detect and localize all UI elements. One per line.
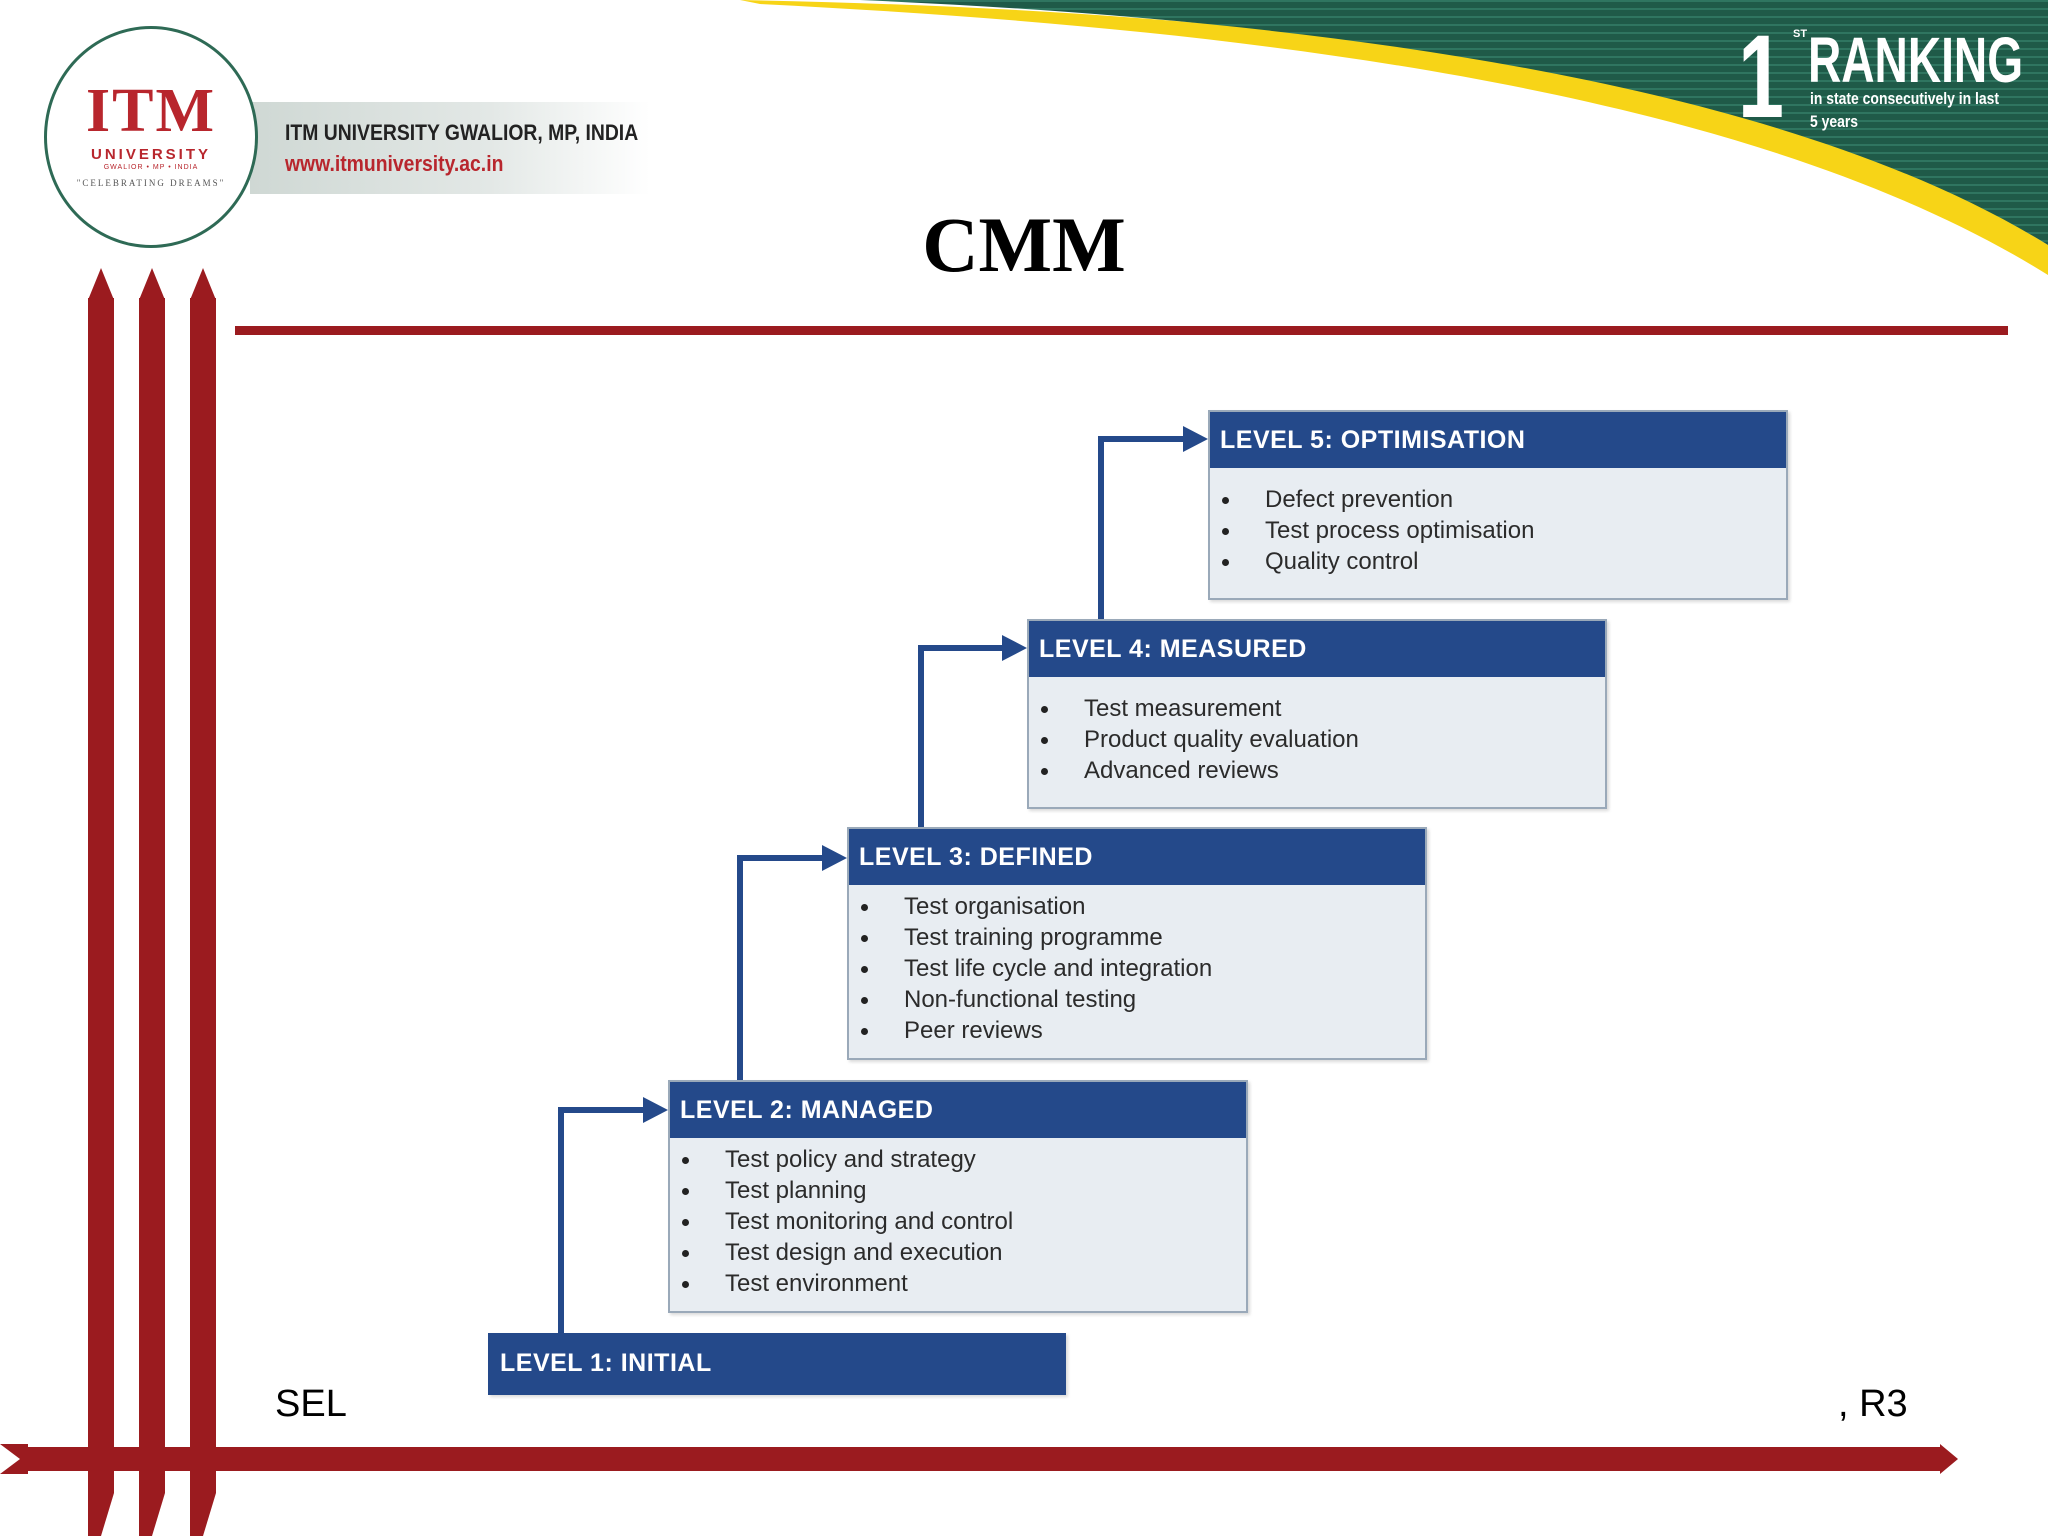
ranking-line-2: 5 years bbox=[1810, 112, 1859, 131]
page-title: CMM bbox=[922, 201, 1126, 288]
arrowhead-2 bbox=[643, 1097, 668, 1123]
level-5-item: Defect prevention bbox=[1210, 484, 1786, 515]
vertical-arrow-1 bbox=[88, 268, 114, 1536]
university-strip bbox=[250, 102, 650, 194]
connector-4-5 bbox=[1098, 436, 1185, 619]
level-2-item: Test design and execution bbox=[670, 1237, 1246, 1268]
level-4-item: Product quality evaluation bbox=[1029, 724, 1605, 755]
vertical-arrow-3 bbox=[190, 268, 216, 1536]
connector-3-4 bbox=[918, 645, 1004, 827]
logo-wordmark: ITM bbox=[86, 77, 216, 145]
level-2-item: Test monitoring and control bbox=[670, 1206, 1246, 1237]
level-5-item: Test process optimisation bbox=[1210, 515, 1786, 546]
vertical-arrow-2 bbox=[139, 268, 165, 1536]
ranking-line-1: in state consecutively in last bbox=[1810, 89, 2000, 108]
level-3-item: Test organisation bbox=[849, 891, 1425, 922]
level-3-item: Non-functional testing bbox=[849, 984, 1425, 1015]
level-1-title: LEVEL 1: INITIAL bbox=[490, 1335, 1064, 1391]
arrowhead-5 bbox=[1183, 426, 1208, 452]
level-5-item: Quality control bbox=[1210, 546, 1786, 577]
level-2-item: Test environment bbox=[670, 1268, 1246, 1299]
university-website: www.itmuniversity.ac.in bbox=[285, 151, 504, 176]
level-4-item: Test measurement bbox=[1029, 693, 1605, 724]
university-logo bbox=[44, 26, 258, 248]
logo-subtitle: UNIVERSITY bbox=[90, 146, 211, 163]
level-3-item: Test life cycle and integration bbox=[849, 953, 1425, 984]
connector-1-2 bbox=[558, 1107, 645, 1336]
level-3-title: LEVEL 3: DEFINED bbox=[849, 829, 1425, 885]
level-2-item: Test planning bbox=[670, 1175, 1246, 1206]
level-4-box: LEVEL 4: MEASURED Test measurement Produ… bbox=[1027, 619, 1607, 809]
level-2-box: LEVEL 2: MANAGED Test policy and strateg… bbox=[668, 1080, 1248, 1313]
ranking-superscript: ST bbox=[1793, 28, 1808, 40]
ranking-word: RANKING bbox=[1808, 24, 2024, 96]
arrowhead-3 bbox=[822, 845, 847, 871]
university-name: ITM UNIVERSITY GWALIOR, MP, INDIA bbox=[285, 120, 639, 145]
level-1-box: LEVEL 1: INITIAL bbox=[488, 1333, 1066, 1395]
level-5-title: LEVEL 5: OPTIMISATION bbox=[1210, 412, 1786, 468]
level-4-item: Advanced reviews bbox=[1029, 755, 1605, 786]
level-3-item: Test training programme bbox=[849, 922, 1425, 953]
footer-left-text: SEL bbox=[275, 1383, 347, 1425]
horizontal-arrow bbox=[0, 1444, 1958, 1474]
arrowhead-4 bbox=[1002, 635, 1027, 661]
level-4-title: LEVEL 4: MEASURED bbox=[1029, 621, 1605, 677]
level-2-title: LEVEL 2: MANAGED bbox=[670, 1082, 1246, 1138]
title-underline bbox=[235, 326, 2008, 335]
level-2-item: Test policy and strategy bbox=[670, 1144, 1246, 1175]
yellow-ribbon bbox=[740, 0, 2048, 275]
connector-2-3 bbox=[737, 855, 824, 1082]
footer-right-text: , R3 bbox=[1838, 1383, 1908, 1425]
ranking-number: 1 bbox=[1738, 11, 1784, 143]
green-ribbon bbox=[860, 0, 2048, 245]
logo-location: GWALIOR • MP • INDIA bbox=[103, 164, 199, 171]
level-3-item: Peer reviews bbox=[849, 1015, 1425, 1046]
level-3-box: LEVEL 3: DEFINED Test organisation Test … bbox=[847, 827, 1427, 1060]
header-banner bbox=[740, 0, 2048, 275]
logo-tagline: "CELEBRATING DREAMS" bbox=[76, 178, 226, 188]
level-5-box: LEVEL 5: OPTIMISATION Defect prevention … bbox=[1208, 410, 1788, 600]
